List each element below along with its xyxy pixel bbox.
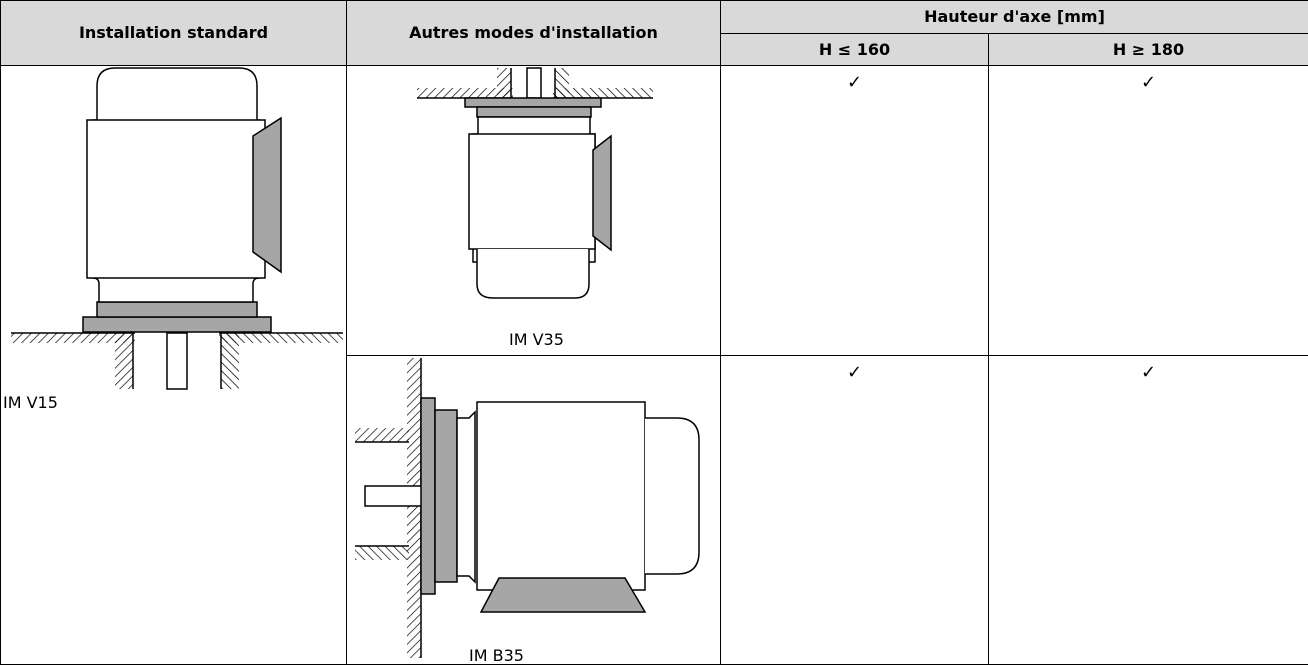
standard-cell: IM V15 xyxy=(1,66,347,665)
cell-v35-h-ge-180: ✓ xyxy=(989,66,1308,356)
header-h-le-160: H ≤ 160 xyxy=(721,34,989,66)
caption-im-b35: IM B35 xyxy=(469,646,524,665)
caption-im-v15: IM V15 xyxy=(3,393,58,412)
cell-b35-h-le-160: ✓ xyxy=(721,356,989,665)
im-v35-diagram xyxy=(347,66,721,355)
im-b35-diagram xyxy=(347,356,721,664)
check-icon: ✓ xyxy=(721,72,988,93)
header-h-ge-180: H ≥ 180 xyxy=(989,34,1308,66)
check-icon: ✓ xyxy=(721,362,988,383)
caption-im-v35: IM V35 xyxy=(509,330,564,349)
cell-v35-h-le-160: ✓ xyxy=(721,66,989,356)
header-other-modes: Autres modes d'installation xyxy=(347,1,721,66)
other-mode-cell-b35: IM B35 xyxy=(347,356,721,665)
check-icon: ✓ xyxy=(989,362,1308,383)
other-mode-cell-v35: IM V35 xyxy=(347,66,721,356)
check-icon: ✓ xyxy=(989,72,1308,93)
header-axis-height: Hauteur d'axe [mm] xyxy=(721,1,1308,34)
cell-b35-h-ge-180: ✓ xyxy=(989,356,1308,665)
header-standard: Installation standard xyxy=(1,1,347,66)
im-v15-diagram xyxy=(1,66,347,663)
